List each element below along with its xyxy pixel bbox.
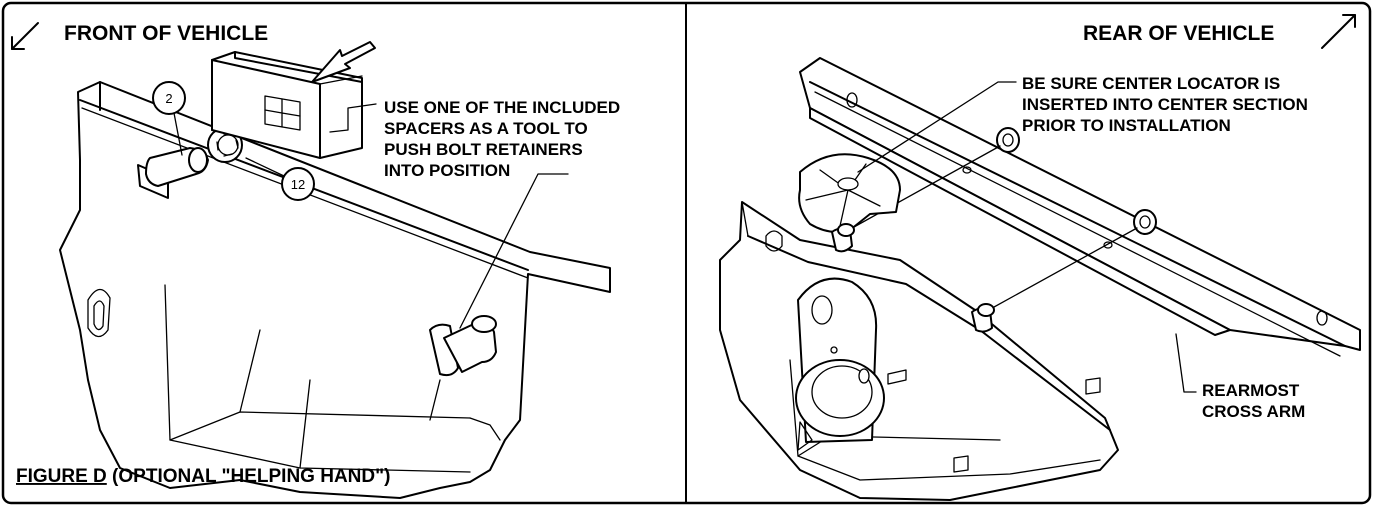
rear-of-vehicle-label: REAR OF VEHICLE [1083,22,1274,45]
left-note-line-3: PUSH BOLT RETAINERS [384,140,583,159]
left-note-line-1: USE ONE OF THE INCLUDED [384,98,620,117]
rear-direction-arrow-icon [1321,14,1356,49]
arm-label-line-2: CROSS ARM [1202,402,1305,421]
figure-caption-text: (OPTIONAL "HELPING HAND") [107,466,391,487]
svg-text:2: 2 [165,91,172,106]
right-note-line-2: INSERTED INTO CENTER SECTION [1022,95,1308,114]
arm-label-line-1: REARMOST [1202,381,1300,400]
callout-2: 2 [152,81,186,156]
right-note-leaders [857,81,1197,393]
right-note-line-1: BE SURE CENTER LOCATOR IS [1022,74,1280,93]
left-note-line-2: SPACERS AS A TOOL TO [384,119,588,138]
push-direction-arrow-icon [311,41,376,83]
front-of-vehicle-label: FRONT OF VEHICLE [64,22,268,45]
svg-text:12: 12 [291,177,305,192]
note-leaders [329,103,569,329]
bolt-sleeve-upper [137,147,209,199]
left-note-line-4: INTO POSITION [384,161,510,180]
figure-caption-id: FIGURE D [16,466,107,487]
left-panel: FRONT OF VEHICLE [11,22,620,499]
front-direction-arrow-icon [11,22,39,50]
bolt-lower [429,315,497,377]
center-locator-drawing [798,153,901,233]
right-panel: REAR OF VEHICLE [719,14,1361,501]
spacer-tool-block [211,51,363,159]
figure-caption: FIGURE D (OPTIONAL "HELPING HAND") [16,466,390,487]
callout-12: 12 [245,157,315,201]
rearmost-cross-arm-drawing [799,57,1361,357]
center-section-drawing [719,201,1119,501]
right-note-line-3: PRIOR TO INSTALLATION [1022,116,1231,135]
